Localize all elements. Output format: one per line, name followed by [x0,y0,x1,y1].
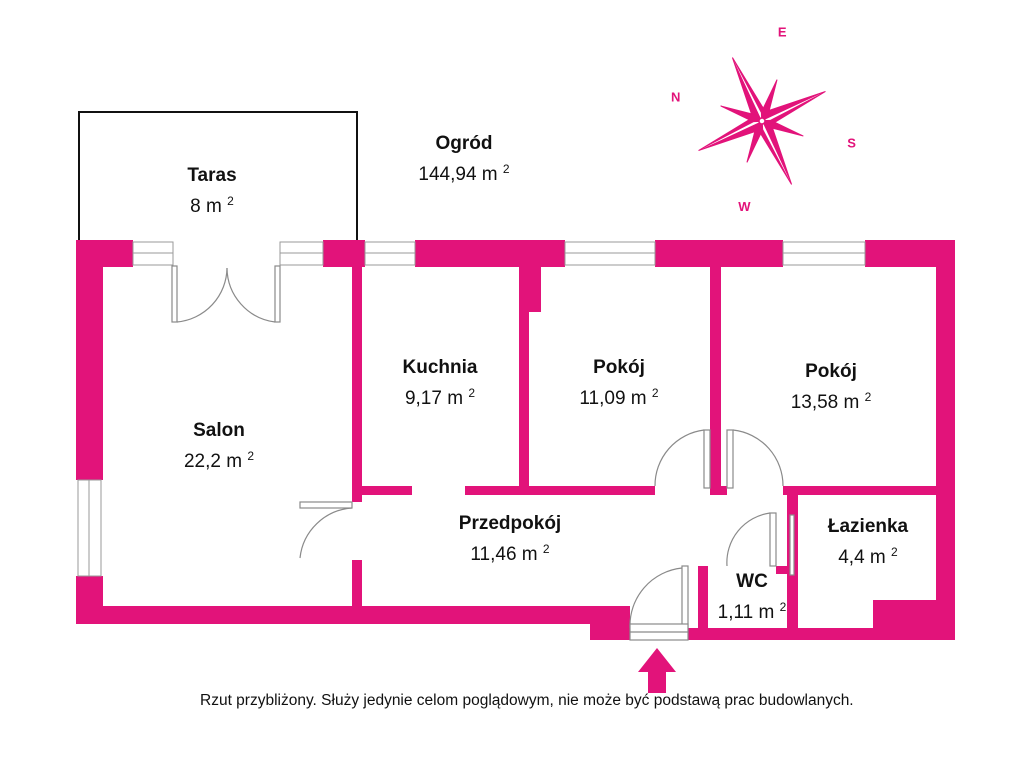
room-label-room2: Pokój 13,58 m 2 [791,360,872,416]
terrace-outline [78,111,358,242]
room-name: Przedpokój [458,513,562,534]
room-area: 22,2 m 2 [183,449,255,472]
doors [171,265,795,641]
room-label-wc: WC 1,11 m 2 [718,570,787,626]
compass-rose: N E S W [671,25,856,214]
room-label-kitchen: Kuchnia 9,17 m 2 [403,356,478,412]
windows [77,241,866,577]
room-label-hall: Przedpokój 11,46 m 2 [459,512,561,568]
room-area: 1,11 m 2 [717,600,787,623]
room-name: Salon [193,420,245,441]
room-name: Taras [187,165,237,186]
room-label-terrace: Taras 8 m 2 [187,164,236,220]
room-area: 13,58 m 2 [790,390,872,413]
room-area: 11,09 m 2 [579,386,659,409]
room-name: Pokój [805,361,857,382]
room-label-garden: Ogród 144,94 m 2 [418,132,509,188]
room-label-bathroom: Łazienka 4,4 m 2 [828,515,908,571]
room-area: 144,94 m 2 [418,162,510,185]
compass-north-label: N [671,90,680,105]
arrow-up-icon [638,648,676,693]
room-label-room1: Pokój 11,09 m 2 [579,356,658,412]
room-name: Ogród [435,133,493,154]
room-area: 8 m 2 [190,194,234,217]
compass-south-label: S [847,136,856,151]
room-area: 9,17 m 2 [404,386,476,409]
walls [76,240,955,640]
room-area: 4,4 m 2 [838,545,898,568]
compass-west-label: W [738,199,751,214]
compass-east-label: E [778,25,787,40]
room-name: WC [736,571,768,592]
room-label-living: Salon 22,2 m 2 [184,419,254,475]
disclaimer-text: Rzut przybliżony. Służy jedynie celom po… [200,692,854,709]
room-name: Łazienka [827,516,909,537]
room-name: Kuchnia [402,357,478,378]
room-name: Pokój [593,357,645,378]
room-area: 11,46 m 2 [470,542,550,565]
